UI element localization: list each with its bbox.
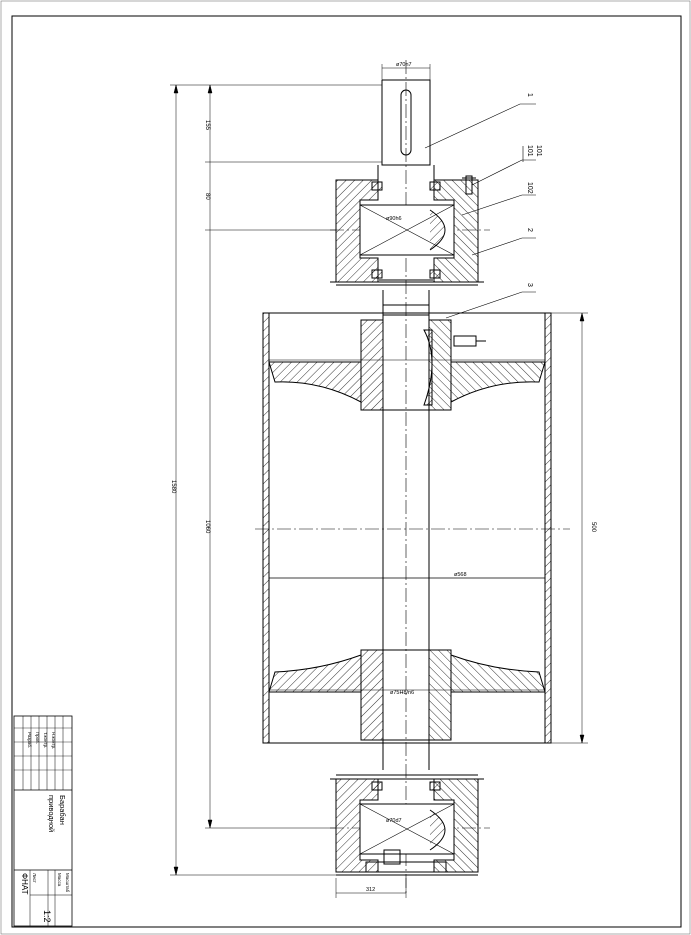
dim-bearing-fit-top: ø90h6 [386,216,402,222]
callout-101-b: 101 [526,145,533,157]
centerlines [255,60,570,895]
title-role-label: Т.контр. [43,732,48,748]
title-role-label: Разраб. [27,732,32,748]
drawing-title-line2: приводной [47,795,56,832]
title-role-label: Пров. [35,732,40,744]
dimension-lines [170,64,588,898]
dim-bearing-section: 80 [204,193,210,200]
drawing-title-line1: Барабан [58,795,67,825]
title-block [13,715,73,927]
mass-label: Масса [57,873,62,887]
sheet-inner-frame [11,15,682,928]
dim-hub-fit: ø75H8/n6 [390,690,414,696]
drum [262,312,552,744]
dim-base-width: 312 [366,887,375,893]
callout-leaders [424,103,536,319]
dim-shaft-top-length: 155 [204,120,210,131]
dim-bearing-fit-bottom: ø70d7 [386,818,402,824]
sheet-label: Лист [32,873,37,883]
dim-drum-width: ø568 [454,572,467,578]
scale-label: Масштаб [65,873,70,893]
dim-drum-diameter: 500 [590,522,596,533]
organization-name: ФНАТ [20,873,29,895]
dim-overall-length: 1580 [170,480,176,494]
title-role-label: Н.контр. [51,732,56,749]
callout-101-a: 101 [535,145,542,157]
callout-102: 102 [526,182,533,194]
bottom-bearing-housing [330,774,484,876]
dim-top-shaft-diameter: ø70n7 [396,62,412,68]
dim-inner-span: 1060 [204,520,210,534]
callout-3: 3 [526,283,533,287]
callout-1: 1 [526,93,533,97]
drawing-scale: 1:2 [42,910,52,923]
callout-2: 2 [526,228,533,232]
top-bearing-housing [330,175,484,286]
